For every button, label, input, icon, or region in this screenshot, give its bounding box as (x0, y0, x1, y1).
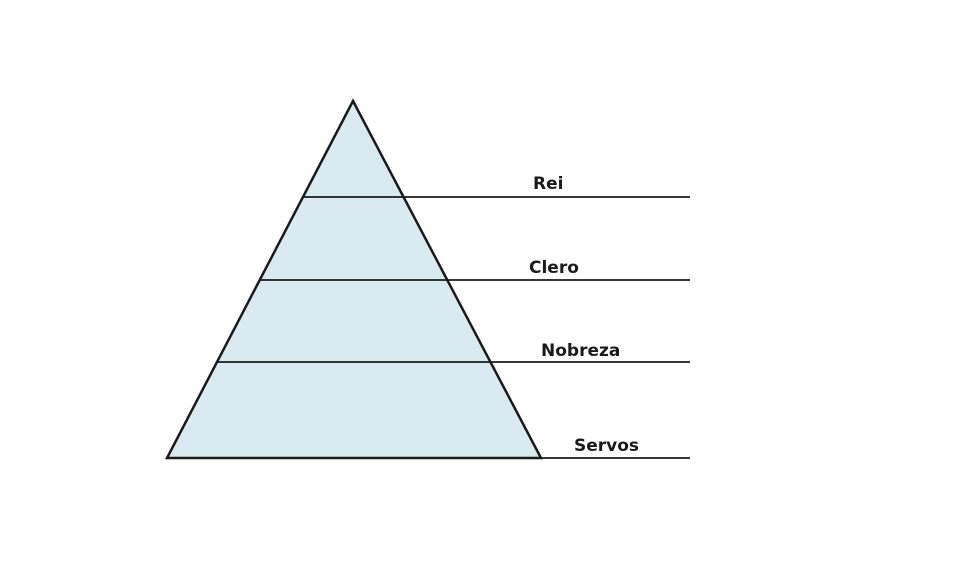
level-label-servos: Servos (574, 436, 639, 456)
level-label-nobreza: Nobreza (541, 341, 620, 361)
level-label-clero: Clero (529, 258, 579, 278)
level-label-rei: Rei (533, 174, 563, 194)
